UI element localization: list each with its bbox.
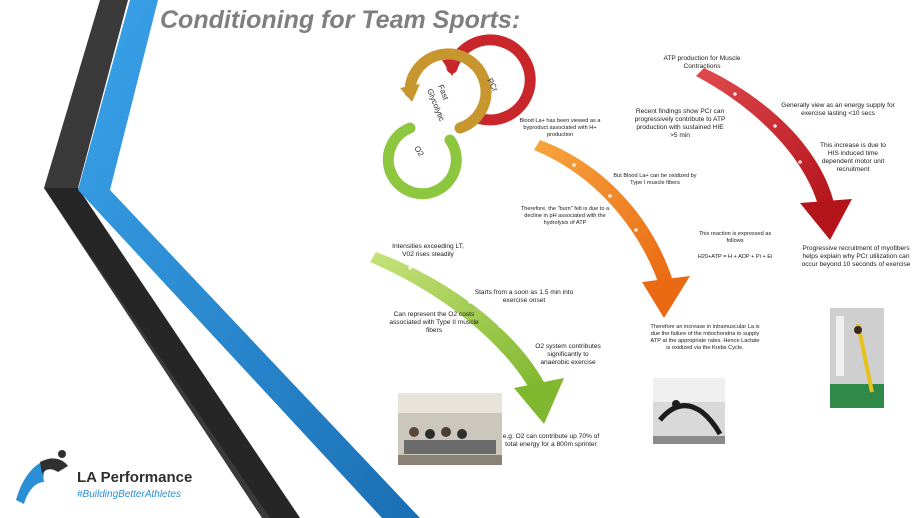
sprinter-logo-body-icon [40,458,68,474]
o2-arrow [370,252,564,424]
page-title: Conditioning for Team Sports: [160,6,520,34]
energy-cycle: PCr Fast Glycolytic O2 [382,34,536,200]
glycolytic-caption-1-line-1: Blood La+ has been viewed as a [519,118,601,124]
pcr-arrow-dot [773,124,777,128]
o2-caption-4-line-1: O2 system contributes [535,343,601,350]
blue-stripe [78,0,420,518]
o2-caption-1-line-1: Intensities exceeding LT, [392,243,464,250]
glycolytic-caption-1-line-3: production [547,132,573,138]
glycolytic-caption-6-line-4: is oxidized via the Krebs Cycle. [666,345,744,351]
glycolytic-caption-6: Therefore an increase in intramuscular L… [650,324,759,351]
brand-logo: LA Performance #BuildingBetterAthletes [16,450,192,504]
pcr-arrow-dot [798,160,802,164]
glycolytic-arrow-dot [608,194,612,198]
o2-arrow-dot [498,324,502,328]
fast-ring [404,48,492,134]
o2-caption-4-line-3: anaerobic exercise [540,359,596,366]
pcr-caption-5-line-2: helps explain why PCr utilization can [802,253,909,260]
pcr-caption-1-line-1: ATP production for Muscle [663,55,740,62]
glycolytic-caption-6-line-1: Therefore an increase in intramuscular L… [650,324,759,330]
o2-caption-5-line-2: total energy for a 800m sprinter [505,441,597,448]
pcr-caption-3-line-1: Generally view as an energy supply for [781,102,895,109]
o2-label: O2 [412,144,426,158]
fast-ring-arrowhead [400,84,420,102]
glycolytic-arrow [534,140,690,318]
photo-gym [830,308,884,408]
o2-caption-3-line-2: associated with Type II muscle [389,319,479,326]
glycolytic-caption-1-line-2: byproduct associated with H+ [523,125,596,131]
brand-name: LA Performance [77,469,192,486]
pcr-arrow-body [696,68,834,205]
pcr-caption-2-line-3: production with sustained HIE [636,124,724,131]
glycolytic-caption-2-line-2: Type I muscle fibers [630,180,680,186]
pcr-ring [446,34,536,126]
glycolytic-caption-4-line-2: follows [726,238,743,244]
o2-ring [382,122,462,200]
pcr-caption-5-line-1: Progressive recruitment of myofibers [802,245,910,252]
photo-dancer [653,378,725,444]
pcr-caption-2-line-4: >5 min [670,132,690,139]
pcr-caption-3-line-2: exercise lasting <10 secs [801,110,876,117]
pcr-caption-4-line-4: recruitment [837,166,870,173]
glycolytic-caption-3-line-1: Therefore, the "burn" felt is due to a [521,206,610,212]
pcr-ring-arrowhead [442,58,462,76]
o2-caption-3-line-1: Can represent the O2 costs [394,311,475,318]
glycolytic-arrow-dot [572,163,576,167]
o2-caption-4-line-2: significantly to [547,351,589,358]
o2-arrow-dot [408,266,412,270]
brand-tagline: #BuildingBetterAthletes [77,489,181,500]
glycolytic-caption-3-line-3: hydrolysis of ATP [544,220,587,226]
dark-stripe-shadow [44,188,300,518]
pcr-caption-2-line-2: progressively contribute to ATP [635,116,726,123]
glycolytic-arrow-body [534,140,672,282]
glycolytic-caption-2-line-1: But Blood La+ can be oxidized by [613,173,696,179]
o2-caption-2-line-1: Starts from a soon as 1.5 min into [475,289,574,296]
pcr-arrow-head [800,199,852,240]
pcr-caption-4-line-2: HIS induced time [828,150,879,157]
glycolytic-caption-5-line-1: H20+ATP = H + ADP + Pi + Ei [698,254,772,260]
pcr-arrow [696,68,852,240]
glycolytic-arrow-head [642,276,690,318]
pcr-caption-4-line-1: This increase is due to [820,142,886,149]
o2-caption-1: Intensities exceeding LT,V02 rises stead… [392,243,464,258]
o2-caption-1-line-2: V02 rises steadily [402,251,454,258]
pcr-caption-4-line-3: dependent motor unit [822,158,884,165]
pcr-arrow-dot [733,92,737,96]
o2-captions: Intensities exceeding LT,V02 rises stead… [389,243,601,448]
pcr-caption-2-line-1: Recent findings show PCr can [636,108,725,115]
o2-caption-3-line-3: fibers [426,327,443,334]
glycolytic-caption-6-line-2: due the failure of the mitochondria to s… [651,331,760,337]
sprinter-logo-head-icon [58,450,66,458]
pcr-caption-1-line-2: Contractions [683,63,721,70]
glycolytic-caption-3-line-2: decline in pH associated with the [524,213,605,219]
o2-caption-5-line-1: e.g. O2 can contribute up 70% of [503,433,600,440]
glycolytic-caption-6-line-3: ATP at the appropriate rates. Hence Lact… [651,338,760,344]
pcr-caption-5-line-3: occur beyond 10 seconds of exercise [802,261,911,268]
glycolytic-arrow-dot [634,228,638,232]
o2-arrow-head [514,378,564,424]
glycolytic-caption-5: H20+ATP = H + ADP + Pi + Ei [698,254,772,260]
background-stripes [44,0,420,518]
o2-arrow-dot [468,300,472,304]
glycolytic-caption-4-line-1: This reaction is expressed as [699,231,772,237]
o2-caption-2-line-2: exercise onset [503,297,546,304]
o2-arrow-body [370,252,545,390]
photo-cyclists [398,393,502,465]
